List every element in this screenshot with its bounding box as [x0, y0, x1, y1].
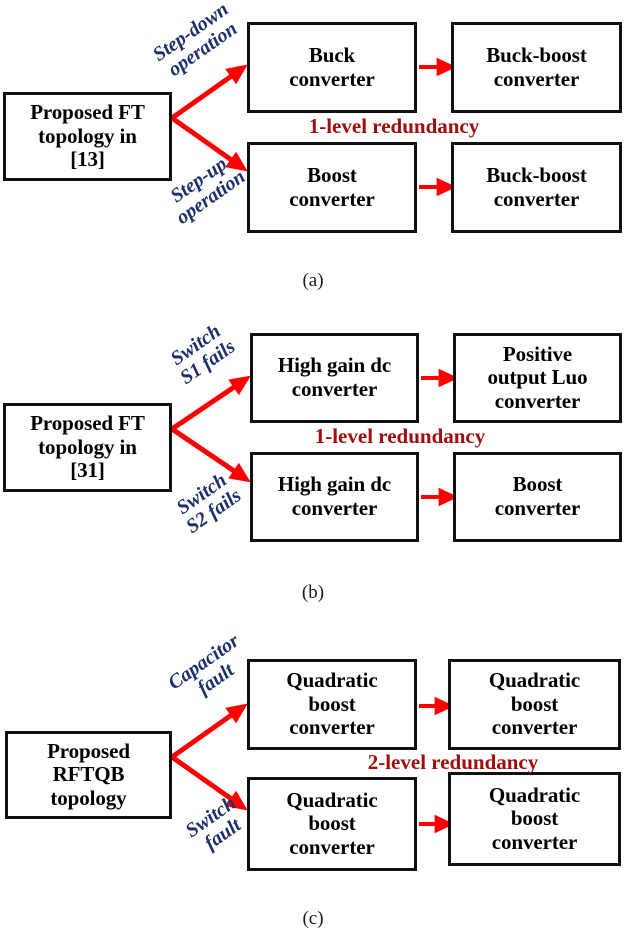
source-box-a[interactable]: Proposed FT topology in [13]: [3, 92, 172, 181]
redundancy-label-b: 1-level redundancy: [314, 424, 486, 448]
stage2-box-a-lower-label: Buck-boost converter: [486, 162, 587, 211]
stage1-box-b-upper[interactable]: High gain dc converter: [250, 333, 419, 423]
stage1-box-a-upper-label: Buck converter: [289, 42, 375, 91]
stage1-box-b-upper-label: High gain dc converter: [277, 353, 392, 401]
stage1-box-c-upper-label: Quadratic boost converter: [286, 668, 378, 740]
stage1-box-a-lower-label: Boost converter: [289, 162, 375, 211]
stage1-box-c-upper[interactable]: Quadratic boost converter: [247, 659, 417, 750]
branch-arrow-upper-c: [170, 703, 248, 760]
source-box-c[interactable]: Proposed RFTQB topology: [5, 731, 172, 819]
stage2-box-c-upper-label: Quadratic boost converter: [488, 668, 581, 740]
panel-b: Proposed FT topology in [31] High gain d…: [0, 0, 626, 603]
stage1-box-a-upper[interactable]: Buck converter: [247, 22, 417, 113]
stage2-box-a-lower[interactable]: Buck-boost converter: [451, 142, 622, 233]
stage2-box-b-upper-label: Positive output Luo converter: [487, 341, 588, 413]
stage1-box-b-lower[interactable]: High gain dc converter: [250, 452, 419, 542]
redundancy-label-c: 2-level redundancy: [367, 750, 539, 774]
redundancy-label-a: 1-level redundancy: [308, 114, 480, 138]
panel-a-caption: (a): [302, 270, 324, 291]
stage1-box-b-lower-label: High gain dc converter: [277, 472, 392, 520]
panel-a: Proposed FT topology in [13] Buck conver…: [0, 0, 626, 300]
stage1-box-a-lower[interactable]: Boost converter: [247, 142, 417, 233]
panel-b-caption: (b): [301, 582, 325, 603]
source-box-b-label: Proposed FT topology in [31]: [30, 411, 145, 483]
stage1-box-c-lower-label: Quadratic boost converter: [286, 787, 378, 859]
source-box-b[interactable]: Proposed FT topology in [31]: [3, 403, 172, 492]
stage2-box-a-upper[interactable]: Buck-boost converter: [451, 22, 622, 113]
stage2-box-c-upper[interactable]: Quadratic boost converter: [448, 659, 621, 750]
stage2-box-b-lower[interactable]: Boost converter: [453, 452, 622, 542]
stage1-box-c-lower[interactable]: Quadratic boost converter: [247, 777, 417, 871]
source-box-c-label: Proposed RFTQB topology: [47, 738, 130, 810]
stage2-box-b-upper[interactable]: Positive output Luo converter: [453, 333, 622, 423]
stage2-box-c-lower[interactable]: Quadratic boost converter: [448, 772, 621, 866]
source-box-a-label: Proposed FT topology in [13]: [30, 100, 145, 172]
stage2-box-b-lower-label: Boost converter: [494, 472, 581, 520]
panel-c-caption: (c): [302, 908, 324, 929]
stage2-box-c-lower-label: Quadratic boost converter: [488, 782, 581, 854]
stage2-box-a-upper-label: Buck-boost converter: [486, 42, 587, 91]
